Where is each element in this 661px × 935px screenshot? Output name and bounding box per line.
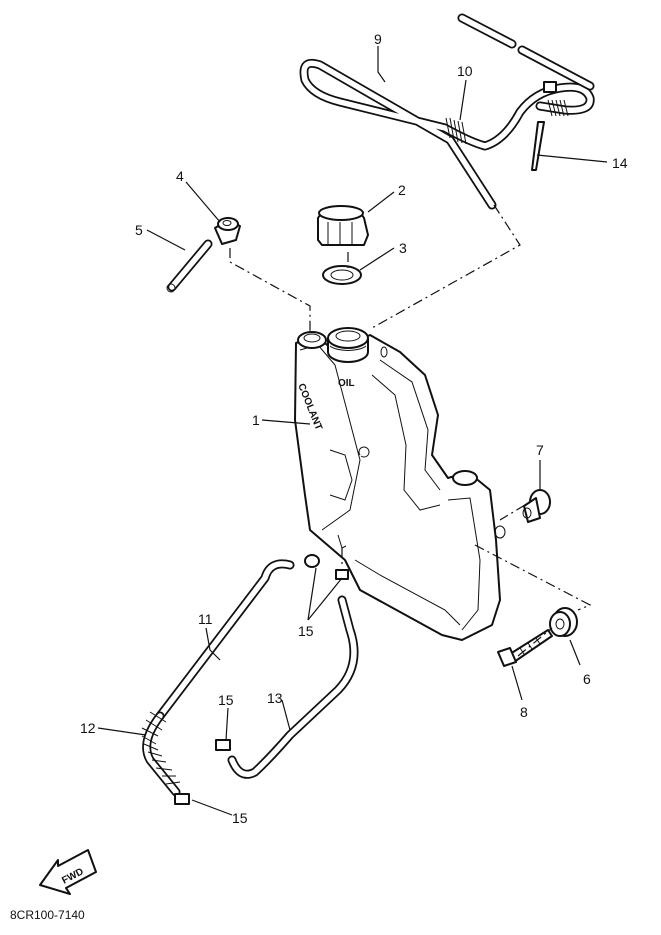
callout-10: 10 <box>457 63 473 79</box>
forward-direction-arrow: FWD <box>39 849 97 895</box>
callout-12: 12 <box>80 720 96 736</box>
callout-8: 8 <box>520 704 528 720</box>
coolant-fitting-cap <box>214 217 241 245</box>
assembly-lines <box>229 204 592 657</box>
o-ring <box>322 265 362 285</box>
callout-11: 11 <box>198 611 213 627</box>
callout-15-c: 15 <box>232 810 248 826</box>
callout-numbers: 1 2 3 4 5 6 7 8 9 10 11 12 13 14 15 15 1… <box>80 31 628 826</box>
collar <box>522 489 551 523</box>
callout-14: 14 <box>612 155 628 171</box>
leader-lines <box>97 46 608 816</box>
oil-stamp: OIL <box>338 378 355 389</box>
callout-15-a: 15 <box>298 623 314 639</box>
callout-15-b: 15 <box>218 692 234 708</box>
callout-4: 4 <box>176 168 184 184</box>
hose-clamps <box>174 554 349 805</box>
oil-tank: COOLANT OIL <box>294 327 506 641</box>
bolt <box>497 629 553 667</box>
callout-3: 3 <box>399 240 407 256</box>
hose-13 <box>227 595 359 779</box>
grommet <box>549 607 578 637</box>
short-tube <box>166 239 213 293</box>
callout-9: 9 <box>374 31 382 47</box>
callout-6: 6 <box>583 671 591 687</box>
breather-hose-assembly <box>299 13 595 210</box>
callout-2: 2 <box>398 182 406 198</box>
hose-11 <box>141 559 295 797</box>
oil-tank-cap <box>317 205 369 246</box>
callout-13: 13 <box>267 690 283 706</box>
callout-5: 5 <box>135 222 143 238</box>
callout-7: 7 <box>536 442 544 458</box>
drawing-code: 8CR100-7140 <box>10 908 85 922</box>
callout-1: 1 <box>252 412 260 428</box>
